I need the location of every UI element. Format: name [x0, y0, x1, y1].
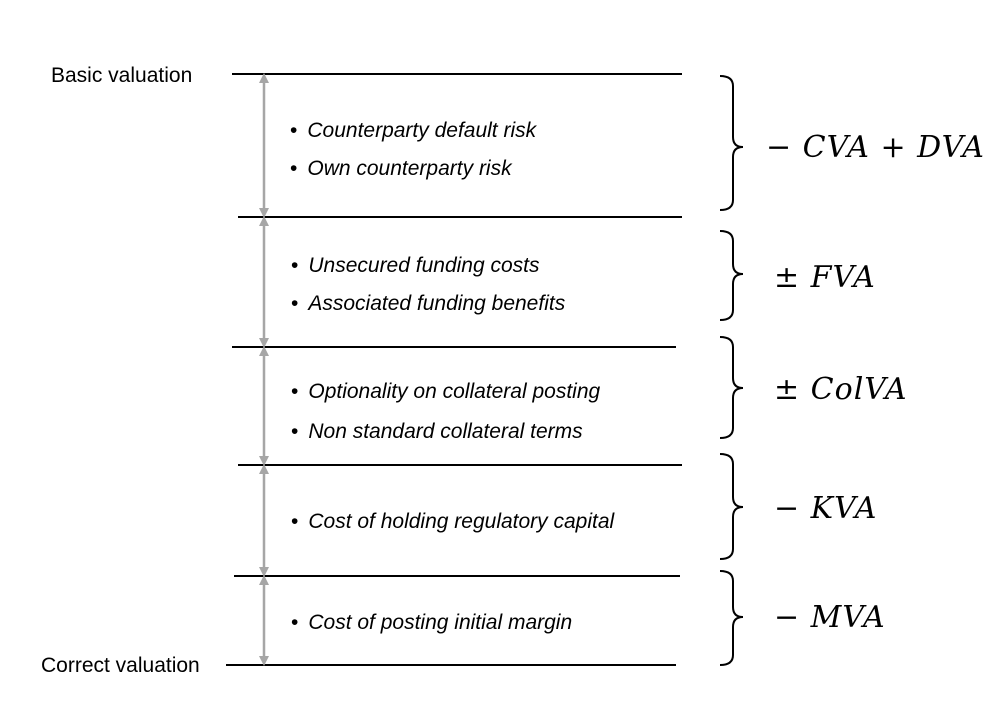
section-3-bullet-2-text: Non standard collateral terms — [308, 420, 583, 443]
section-3-adjustment: ± ColVA — [774, 372, 908, 407]
section-1-bullet-1: •Counterparty default risk — [290, 119, 537, 142]
section-1-bullet-2-text: Own counterparty risk — [307, 157, 512, 180]
section-2-adjustment: ± FVA — [774, 260, 876, 295]
section-5-adjustment: − MVA — [774, 600, 886, 635]
section-2-bullet-1-text: Unsecured funding costs — [308, 254, 540, 277]
section-5-brace — [719, 570, 744, 666]
section-4-bullet-1-text: Cost of holding regulatory capital — [308, 510, 615, 533]
section-1-bullet-2: •Own counterparty risk — [290, 157, 512, 180]
section-3-bullet-2: •Non standard collateral terms — [291, 420, 583, 443]
section-5-bullet-1: •Cost of posting initial margin — [291, 611, 573, 634]
section-4-brace — [719, 453, 744, 560]
section-5-bullet-1-text: Cost of posting initial margin — [308, 611, 573, 634]
section-3-bullet-1: •Optionality on collateral posting — [291, 380, 601, 403]
section-1-bullet-1-text: Counterparty default risk — [307, 119, 537, 142]
correct-valuation-label: Correct valuation — [41, 654, 200, 677]
section-3-brace — [719, 336, 744, 439]
section-1-adjustment: − CVA + DVA — [766, 130, 985, 165]
section-1-brace — [719, 75, 744, 211]
section-3-bullet-1-text: Optionality on collateral posting — [308, 380, 601, 403]
section-2-bullet-2-text: Associated funding benefits — [308, 292, 566, 315]
basic-valuation-label: Basic valuation — [51, 64, 193, 87]
section-2-bullet-1: •Unsecured funding costs — [291, 254, 540, 277]
section-2-brace — [719, 230, 744, 321]
section-4-adjustment: − KVA — [774, 491, 878, 526]
section-4-bullet-1: •Cost of holding regulatory capital — [291, 510, 615, 533]
section-2-bullet-2: •Associated funding benefits — [291, 292, 566, 315]
